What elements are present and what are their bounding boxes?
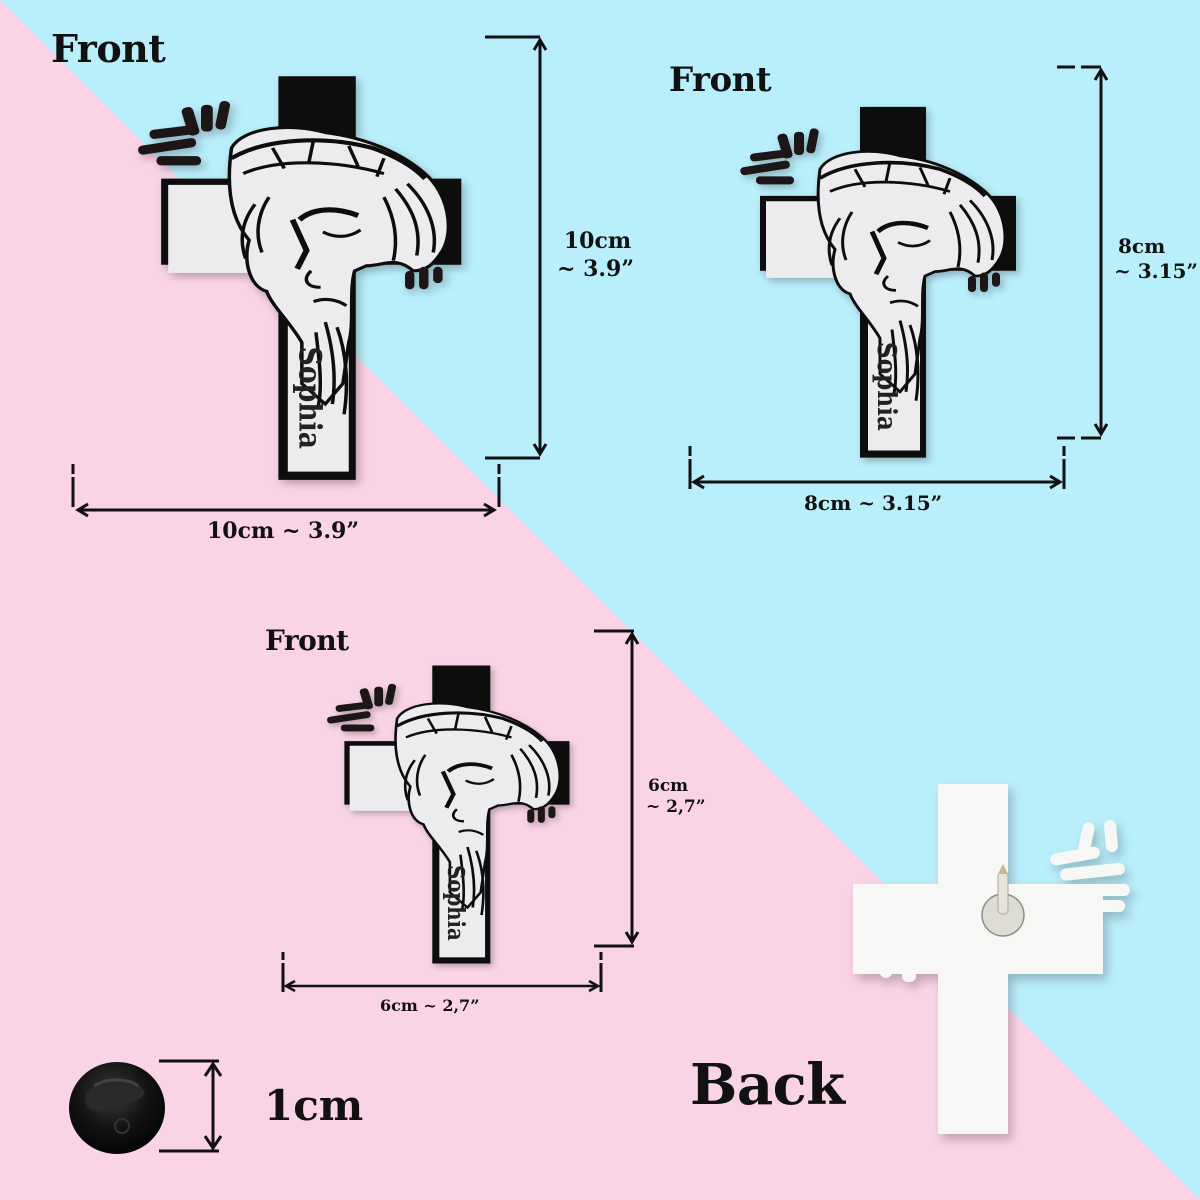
rubber-clutch-back: [69, 1062, 165, 1154]
medium-front-label: Front: [669, 60, 772, 100]
medium-engraved-name: Sophia: [872, 342, 903, 431]
small-height-dimension-line: [594, 629, 640, 948]
large-front-label: Front: [51, 26, 166, 71]
back-label: Back: [690, 1052, 845, 1118]
small-front-label: Front: [265, 624, 349, 657]
large-height-label: 10cm ~ 3.9”: [557, 228, 635, 282]
medium-width-label: 8cm ~ 3.15”: [804, 491, 943, 515]
pin-post: [997, 871, 1009, 915]
medium-width-dimension-line: [688, 446, 1066, 490]
small-height-label: 6cm ~ 2,7”: [646, 776, 706, 818]
medium-cross-pin: Sophia: [730, 98, 1020, 463]
clutch-size-dimension-line: [159, 1059, 223, 1153]
large-height-dimension-line: [485, 35, 548, 460]
large-width-dimension-line: [71, 464, 501, 518]
small-engraved-name: Sophia: [442, 865, 469, 941]
large-width-label: 10cm ~ 3.9”: [207, 518, 359, 544]
back-cross-pin: [853, 784, 1130, 1134]
large-engraved-name: Sophia: [292, 347, 328, 449]
large-cross-pin: Sophia: [126, 66, 466, 486]
medium-height-dimension-line: [1057, 65, 1109, 440]
small-width-label: 6cm ~ 2,7”: [380, 996, 480, 1015]
medium-height-label: 8cm ~ 3.15”: [1114, 234, 1198, 283]
small-width-dimension-line: [281, 952, 603, 993]
clutch-size-label: 1cm: [264, 1081, 364, 1130]
small-cross-pin: Sophia: [318, 658, 573, 968]
